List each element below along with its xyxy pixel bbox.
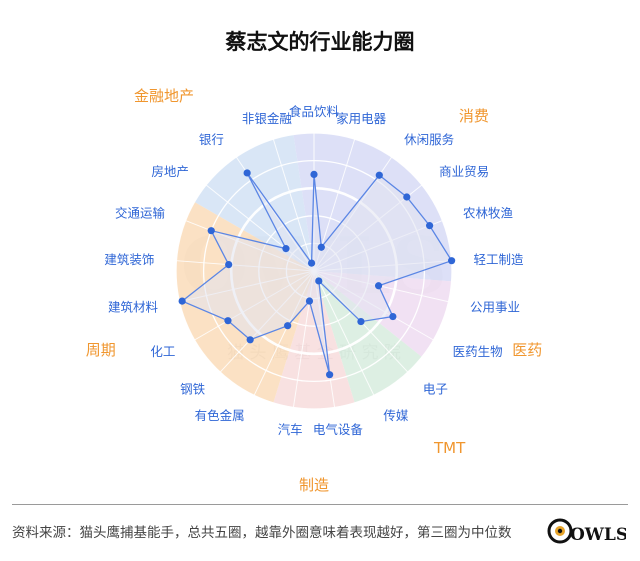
data-point-建筑装饰 [225, 261, 233, 269]
data-point-食品饮料 [310, 170, 318, 178]
axis-label: 农林牧渔 [463, 206, 513, 221]
spoke [313, 270, 375, 396]
axis-label: 公用事业 [470, 300, 520, 315]
data-point-公用事业 [374, 282, 383, 290]
data-point-非银金融 [307, 259, 316, 267]
radar-chart: OWLS猫 头 鹰 基 金 研 究 院食品饮料家用电器休闲服务商业贸易农林牧渔轻… [86, 87, 543, 494]
axis-label: 家用电器 [336, 111, 387, 126]
axis-label: 房地产 [151, 164, 189, 179]
axis-label: 建筑装饰 [104, 252, 154, 267]
data-point-医药生物 [389, 312, 397, 321]
axis-label: 医药生物 [453, 344, 503, 359]
data-point-钢铁 [246, 336, 254, 344]
axis-label: 商业贸易 [439, 164, 489, 179]
axis-label: 非银金融 [242, 111, 293, 126]
axis-label: 有色金属 [195, 408, 245, 423]
axis-label: 化工 [150, 344, 175, 359]
logo-text: OWLS [570, 525, 626, 545]
axis-label: 电子 [423, 381, 448, 396]
axis-label: 轻工制造 [474, 252, 525, 267]
data-point-传媒 [315, 277, 323, 285]
series-polygon [180, 172, 453, 375]
axis-label: 传媒 [383, 408, 409, 423]
footer-divider [12, 504, 628, 505]
group-label: 金融地产 [134, 87, 194, 105]
group-label: 制造 [299, 476, 329, 494]
data-point-休闲服务 [375, 171, 383, 179]
spoke [272, 138, 315, 272]
group-label: 医药 [512, 341, 542, 359]
data-point-电子 [357, 317, 365, 326]
axis-label: 汽车 [278, 422, 303, 437]
data-point-电气设备 [326, 371, 334, 379]
axis-label: 休闲服务 [404, 132, 454, 147]
group-label: 周期 [86, 341, 116, 359]
data-point-交通运输 [207, 227, 215, 235]
group-label: 消费 [459, 107, 489, 125]
data-point-房地产 [282, 245, 290, 253]
data-point-农林牧渔 [426, 222, 434, 230]
owls-logo: OWLS [547, 518, 626, 545]
chart-title: 蔡志文的行业能力圈 [225, 30, 415, 54]
data-point-化工 [224, 317, 232, 325]
axis-label: 电气设备 [313, 422, 364, 437]
sector-TMT [314, 271, 422, 403]
axis-label: 食品饮料 [289, 104, 340, 119]
data-point-商业贸易 [403, 193, 411, 201]
source-footnote: 资料来源：猫头鹰捕基能手，总共五圈，越靠外圈意味着表现越好，第三圈为中位数 [12, 525, 512, 541]
owl-eye-icon [547, 518, 573, 544]
axis-label: 交通运输 [115, 206, 166, 221]
data-point-有色金属 [284, 322, 292, 330]
sector-制造 [273, 271, 355, 410]
data-point-建筑材料 [178, 297, 186, 305]
axis-label: 建筑材料 [108, 300, 159, 315]
data-point-家用电器 [317, 243, 325, 251]
axis-label: 银行 [199, 132, 224, 147]
data-point-轻工制造 [448, 257, 456, 265]
axis-label: 钢铁 [180, 381, 206, 396]
data-point-汽车 [305, 297, 314, 305]
group-label: TMT [433, 439, 466, 457]
data-point-银行 [243, 169, 251, 177]
